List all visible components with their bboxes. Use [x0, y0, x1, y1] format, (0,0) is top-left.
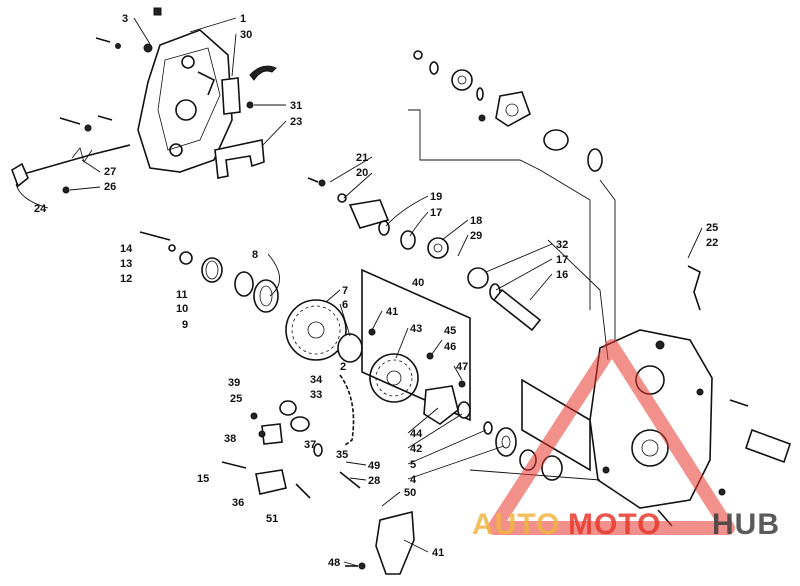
sprocket-stack	[139, 231, 471, 425]
callout-17a: 17	[430, 207, 442, 219]
callout-13: 13	[120, 258, 132, 270]
callout-25a: 25	[706, 222, 718, 234]
callout-31: 31	[290, 100, 302, 112]
callout-2: 2	[340, 361, 346, 373]
tensioner-block	[261, 423, 283, 445]
callout-leaders	[15, 17, 703, 567]
watermark-word-hub: HUB	[712, 508, 780, 541]
callout-27: 27	[104, 166, 116, 178]
callout-32: 32	[556, 239, 568, 251]
callout-39: 39	[228, 377, 240, 389]
chaincase-cover	[137, 29, 233, 173]
callout-41a: 41	[386, 306, 398, 318]
large-sprocket	[285, 299, 347, 361]
mount-bracket	[375, 510, 415, 575]
callout-28: 28	[368, 475, 380, 487]
callout-36: 36	[232, 497, 244, 509]
callout-43: 43	[410, 323, 422, 335]
callout-26: 26	[104, 181, 116, 193]
spring	[201, 257, 223, 283]
callout-24: 24	[34, 203, 47, 215]
callout-19: 19	[430, 191, 442, 203]
latch-bracket	[214, 139, 265, 179]
watermark-triangle	[487, 339, 735, 535]
callout-14: 14	[120, 243, 133, 255]
drive-chain	[339, 374, 355, 447]
tensioner-plate	[423, 385, 459, 425]
watermark-word-auto: AUTO	[472, 508, 560, 541]
callout-21: 21	[356, 152, 368, 164]
chaincase-cover-group	[11, 7, 277, 194]
callout-45: 45	[444, 325, 456, 337]
callout-35: 35	[336, 449, 348, 461]
callout-29: 29	[470, 230, 482, 242]
chaincase-housing	[589, 265, 792, 527]
callout-46: 46	[444, 341, 456, 353]
callout-37: 37	[304, 439, 316, 451]
brake-lever-rod	[19, 144, 131, 176]
driven-shaft	[492, 288, 542, 332]
callout-34: 34	[310, 374, 323, 386]
callout-41b: 41	[432, 547, 444, 559]
callout-47: 47	[456, 361, 468, 373]
callout-5: 5	[410, 459, 416, 471]
callout-23: 23	[290, 116, 302, 128]
upper-bearing	[543, 129, 569, 151]
callout-51: 51	[266, 513, 278, 525]
chain-tensioner-group	[221, 374, 415, 575]
callout-9: 9	[182, 319, 188, 331]
sprocket-bracket	[361, 268, 471, 422]
bearing	[495, 427, 517, 457]
callout-4: 4	[410, 474, 417, 486]
callout-numbers: 1 2 3 4 5 6 7 8 9 10 11 12 13 14 15 16 1…	[34, 13, 718, 569]
automotohub-watermark: AUTO MOTO HUB	[472, 339, 780, 541]
callout-30: 30	[240, 29, 252, 41]
sprocket-hub	[337, 333, 363, 363]
callout-17b: 17	[556, 254, 568, 266]
callout-33: 33	[310, 389, 322, 401]
bearing-cage	[253, 279, 279, 313]
callout-50: 50	[404, 487, 416, 499]
output-shaft	[744, 428, 792, 464]
gear-shaft-group	[307, 177, 542, 332]
callout-25b: 25	[230, 393, 242, 405]
bearing-group	[457, 378, 591, 481]
upper-shaft-parts	[413, 50, 603, 172]
watermark-word-moto: MOTO	[568, 508, 661, 541]
spring-clip	[687, 265, 701, 311]
callout-20: 20	[356, 167, 368, 179]
callout-6: 6	[342, 299, 348, 311]
driven-sprocket	[369, 353, 419, 403]
assembly-lines	[408, 109, 616, 481]
callout-22: 22	[706, 237, 718, 249]
bearing-flange	[495, 91, 531, 127]
callout-11: 11	[176, 289, 188, 301]
callout-8: 8	[252, 249, 258, 261]
callout-44: 44	[410, 428, 423, 440]
callout-1: 1	[240, 13, 246, 25]
callout-42: 42	[410, 443, 422, 455]
callout-40: 40	[412, 277, 424, 289]
callout-7: 7	[342, 285, 348, 297]
spacer-plate	[348, 199, 390, 229]
callout-10: 10	[176, 303, 188, 315]
callout-49: 49	[368, 460, 380, 472]
callout-16: 16	[556, 269, 568, 281]
callout-18: 18	[470, 215, 482, 227]
callout-12: 12	[120, 273, 132, 285]
callout-15: 15	[197, 473, 209, 485]
cover-clip	[249, 65, 277, 81]
callout-48: 48	[328, 557, 340, 569]
slider-pad	[255, 469, 287, 495]
inspection-plate	[221, 77, 241, 115]
callout-38: 38	[224, 433, 236, 445]
callout-3: 3	[122, 13, 128, 25]
